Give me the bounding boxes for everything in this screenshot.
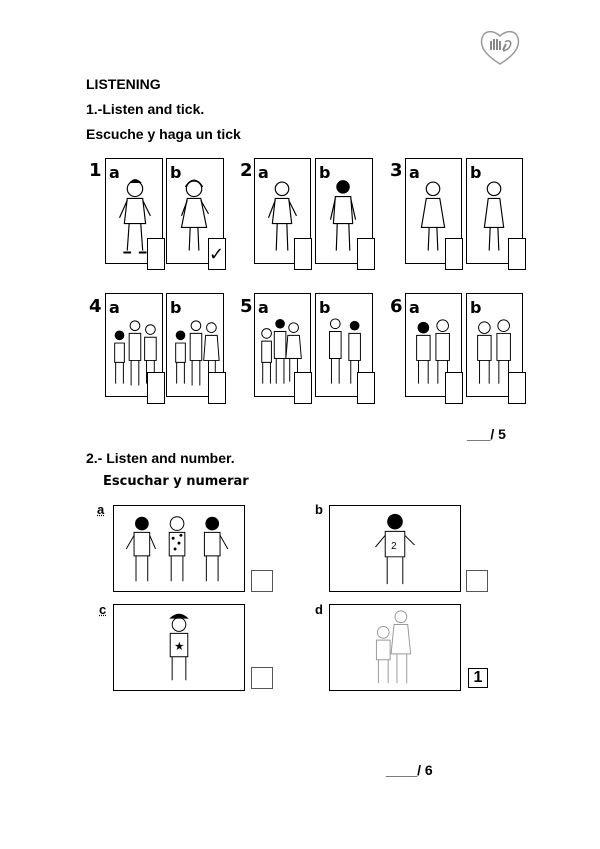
tick-box-a[interactable] bbox=[445, 372, 463, 404]
section-title: LISTENING bbox=[86, 76, 161, 92]
girl-figure bbox=[180, 179, 210, 251]
q1-title: 1.-Listen and tick. bbox=[86, 101, 205, 117]
item-letter: a bbox=[97, 502, 105, 517]
tick-box-b[interactable] bbox=[208, 372, 226, 404]
group-number: 1 bbox=[89, 160, 102, 181]
tick-mark-icon: ✓ bbox=[209, 244, 225, 265]
tick-box-b[interactable] bbox=[357, 372, 375, 404]
picture-panel: ★ bbox=[113, 604, 245, 691]
group-figures bbox=[416, 319, 450, 384]
panel-letter: b bbox=[170, 298, 182, 317]
picture-panel: 2 bbox=[329, 505, 461, 592]
boy-figure bbox=[267, 181, 298, 251]
boy-figure bbox=[118, 179, 151, 254]
group-figures bbox=[114, 320, 157, 386]
group-number: 2 bbox=[240, 160, 253, 181]
girl-figure: ★ bbox=[169, 613, 189, 681]
tick-box-b[interactable] bbox=[508, 238, 526, 270]
number-box[interactable] bbox=[466, 570, 488, 592]
panel-letter: b bbox=[470, 298, 482, 317]
tick-box-a[interactable] bbox=[147, 238, 165, 270]
boy-figure: 2 bbox=[375, 513, 415, 585]
group-number: 6 bbox=[390, 296, 403, 317]
panel-letter: b bbox=[170, 163, 182, 182]
svg-text:2: 2 bbox=[391, 541, 396, 552]
panel-letter: b bbox=[470, 163, 482, 182]
number-box[interactable]: 1 bbox=[468, 668, 488, 688]
q2-subtitle: Escuchar y numerar bbox=[103, 474, 249, 489]
tick-box-a[interactable] bbox=[294, 238, 312, 270]
number-box[interactable] bbox=[251, 570, 273, 592]
tick-box-a[interactable] bbox=[445, 238, 463, 270]
group-number: 5 bbox=[240, 296, 253, 317]
panel-letter: b bbox=[319, 298, 331, 317]
panel-letter: a bbox=[109, 298, 120, 317]
panel-letter: b bbox=[319, 163, 331, 182]
panel-letter: a bbox=[409, 298, 420, 317]
panel-letter: a bbox=[258, 163, 269, 182]
tick-box-a[interactable] bbox=[147, 372, 165, 404]
item-letter: b bbox=[315, 502, 323, 517]
two-kids-figure bbox=[375, 610, 412, 684]
group-number: 4 bbox=[89, 296, 102, 317]
number-box[interactable] bbox=[251, 667, 273, 689]
picture-panel-a: a bbox=[254, 293, 311, 397]
svg-text:★: ★ bbox=[174, 640, 185, 653]
boy-figure bbox=[329, 180, 357, 251]
three-kids-figure bbox=[125, 516, 229, 582]
panel-letter: a bbox=[258, 298, 269, 317]
tick-box-b[interactable] bbox=[508, 372, 526, 404]
q2-title: 2.- Listen and number. bbox=[86, 450, 235, 466]
panel-letter: a bbox=[409, 163, 420, 182]
tick-box-b[interactable] bbox=[357, 238, 375, 270]
q1-score: ___/ 5 bbox=[467, 426, 506, 442]
item-letter: d bbox=[315, 602, 323, 617]
panel-letter: a bbox=[109, 163, 120, 182]
girl-figure bbox=[420, 181, 446, 251]
group-number: 3 bbox=[390, 160, 403, 181]
picture-panel bbox=[113, 505, 245, 592]
item-letter: c bbox=[99, 602, 107, 617]
tick-box-a[interactable] bbox=[294, 372, 312, 404]
picture-panel bbox=[329, 604, 461, 691]
hand-heart-icon bbox=[480, 30, 520, 65]
girl-figure bbox=[483, 181, 505, 251]
q2-score: ____/ 6 bbox=[386, 762, 433, 778]
q1-subtitle: Escuche y haga un tick bbox=[86, 126, 241, 142]
tick-box-b[interactable] bbox=[208, 238, 226, 270]
